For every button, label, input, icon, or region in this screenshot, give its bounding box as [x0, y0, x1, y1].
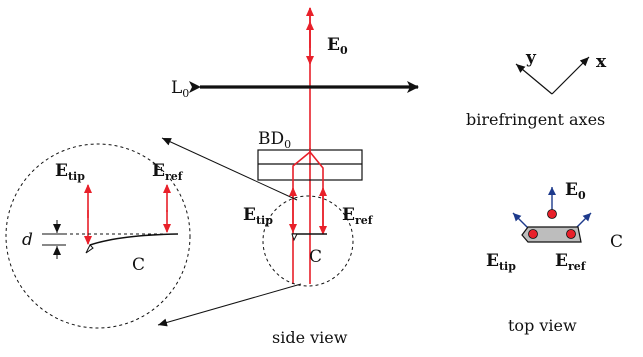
eref-label-side: Eref	[342, 205, 374, 227]
axis-x-line	[551, 56, 590, 95]
zoom-line-top	[161, 137, 298, 201]
top-etip-spot	[528, 229, 538, 239]
top-e0-label: E0	[565, 180, 586, 202]
beam-split-left	[292, 148, 311, 284]
top-eref-label: Eref	[555, 251, 587, 273]
c-label-zoom: C	[132, 255, 145, 275]
cantilever-tip-zoom	[85, 244, 94, 254]
top-etip-label: Etip	[486, 251, 516, 273]
side-view-circle	[262, 195, 354, 287]
axis-x-label: x	[596, 52, 607, 72]
top-c-label: C	[610, 232, 623, 252]
zoom-circle	[5, 143, 191, 329]
bent-cantilever	[89, 233, 179, 246]
d-label: d	[22, 230, 33, 250]
top-e0-spot	[547, 209, 557, 219]
top-view-cantilever	[521, 226, 582, 243]
c-label-small: C	[309, 247, 322, 267]
top-eref-spot	[566, 229, 576, 239]
axis-y-line	[515, 63, 553, 95]
axis-y-label: y	[525, 48, 537, 68]
top-view-caption: top view	[508, 316, 577, 335]
birefringent-axes-caption: birefringent axes	[466, 110, 605, 129]
lens-l0-label: L0	[171, 78, 189, 100]
etip-label-side: Etip	[243, 205, 273, 227]
cantilever-tip-small	[291, 233, 298, 242]
side-view-caption: side view	[272, 328, 348, 347]
zoom-line-bottom	[157, 283, 302, 327]
bd0-label: BD0	[258, 129, 291, 151]
eref-label-zoom: Eref	[152, 161, 184, 183]
e0-main-label: E0	[327, 35, 348, 57]
etip-label-zoom: Etip	[55, 161, 85, 183]
